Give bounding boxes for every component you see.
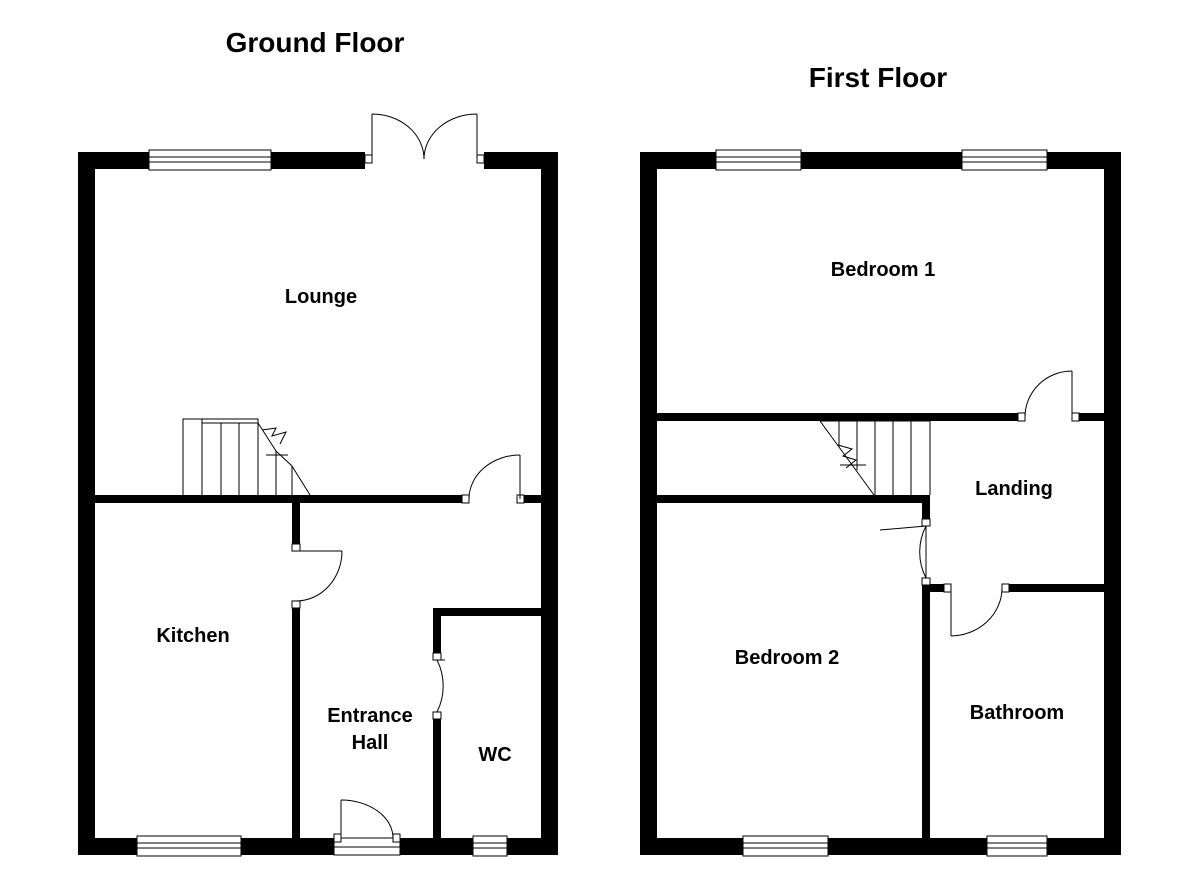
ground-floor-plan: Ground Floor bbox=[78, 27, 558, 857]
first-floor-title: First Floor bbox=[809, 62, 948, 93]
hall-to-lounge-door bbox=[461, 454, 525, 504]
wc-window bbox=[472, 835, 508, 857]
bedroom1-window-left bbox=[715, 149, 802, 171]
ground-floor-title: Ground Floor bbox=[226, 27, 405, 58]
bedroom1-door bbox=[1017, 370, 1080, 422]
first-floor-plan: First Floor bbox=[640, 62, 1121, 857]
kitchen-door bbox=[291, 543, 343, 609]
ground-floor-doors bbox=[291, 113, 525, 856]
first-floor-interior-walls bbox=[657, 413, 1104, 838]
bathroom-door bbox=[943, 583, 1010, 637]
french-doors bbox=[364, 113, 485, 164]
bedroom2-label: Bedroom 2 bbox=[735, 647, 839, 669]
first-floor-stairs bbox=[819, 420, 931, 496]
wc-label: WC bbox=[478, 744, 511, 766]
bathroom-window bbox=[986, 835, 1048, 857]
lounge-window bbox=[148, 149, 272, 171]
first-floor-windows bbox=[715, 149, 1048, 857]
bedroom1-label: Bedroom 1 bbox=[831, 259, 935, 281]
entrance-hall-label-line2: Hall bbox=[352, 732, 389, 754]
lounge-label: Lounge bbox=[285, 286, 357, 308]
first-floor-doors bbox=[879, 370, 1080, 637]
entrance-hall-label-line1: Entrance bbox=[327, 705, 413, 727]
kitchen-label: Kitchen bbox=[156, 625, 229, 647]
bathroom-label: Bathroom bbox=[970, 702, 1064, 724]
first-floor-outer-walls bbox=[640, 152, 1121, 855]
bedroom2-window bbox=[742, 835, 829, 857]
front-door bbox=[333, 799, 401, 856]
ground-floor-stairs bbox=[182, 418, 311, 496]
bedroom1-window-right bbox=[961, 149, 1048, 171]
kitchen-window bbox=[136, 835, 242, 857]
wc-door bbox=[432, 652, 445, 720]
ground-floor-interior-walls bbox=[95, 495, 541, 838]
bedroom2-door bbox=[879, 518, 931, 586]
ground-floor-windows bbox=[136, 149, 508, 857]
landing-label: Landing bbox=[975, 478, 1053, 500]
